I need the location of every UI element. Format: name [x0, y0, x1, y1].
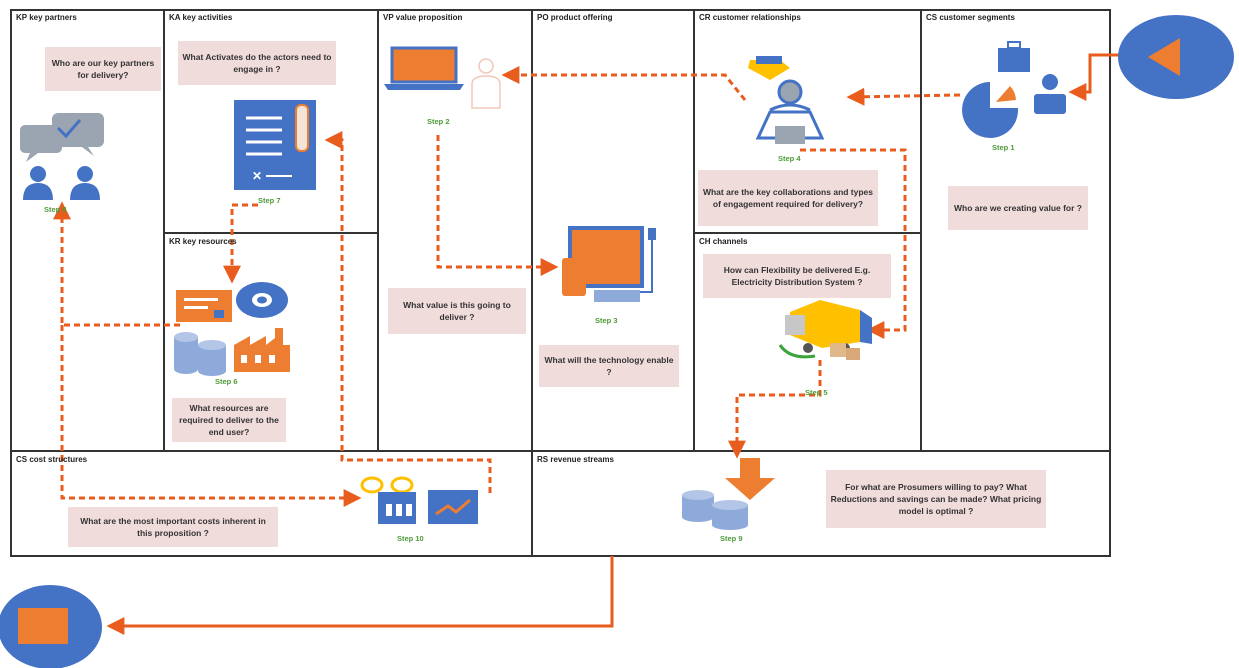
cs-segments-step: Step 1 [992, 143, 1015, 152]
solid-arrows [106, 53, 1120, 635]
arrow-cr-to-ch [800, 148, 907, 339]
ka-title: KA key activities [169, 13, 233, 22]
kp-title: KP key partners [16, 13, 77, 22]
arrow-cr-to-vp [501, 66, 747, 101]
cost-question: What are the most important costs inhere… [68, 507, 278, 547]
cost-title: CS cost structures [16, 455, 88, 464]
person-icon [471, 58, 501, 109]
arrow-kp-to-cost [60, 325, 362, 507]
stop-icon [18, 608, 68, 644]
disc-icon [236, 282, 288, 318]
presenter-icon [748, 56, 825, 144]
database-icon [174, 332, 226, 376]
svg-text:✕: ✕ [252, 169, 262, 183]
vp-step: Step 2 [427, 117, 450, 126]
delivery-truck-icon [778, 300, 872, 360]
cost-chart-icon [360, 476, 478, 524]
kp-step: Step 8 [44, 205, 67, 214]
cost-step: Step 10 [397, 534, 424, 543]
arrow-ka-to-kr [223, 203, 258, 284]
revenue-title: RS revenue streams [537, 455, 614, 464]
briefcase-icon [998, 41, 1030, 72]
end-circle[interactable] [0, 585, 102, 668]
cr-step: Step 4 [778, 154, 801, 163]
kr-question: What resources are required to deliver t… [172, 398, 286, 442]
arrow-ch-to-rev [728, 360, 822, 459]
kp-question: Who are our key partners for delivery? [45, 47, 161, 91]
revenue-coins-icon [682, 458, 775, 530]
chat-people-icon [20, 113, 104, 200]
po-step: Step 3 [595, 316, 618, 325]
document-icon: ✕ [234, 100, 316, 190]
cr-title: CR customer relationships [699, 13, 801, 22]
pie-chart-icon [962, 82, 1019, 138]
flow-arrows [53, 66, 961, 507]
monitor-device-icon [562, 226, 656, 302]
ka-question: What Activates do the actors need to eng… [178, 41, 336, 85]
kr-step: Step 6 [215, 377, 238, 386]
vp-question: What value is this going to deliver ? [388, 288, 526, 334]
revenue-question: For what are Prosumers willing to pay? W… [826, 470, 1046, 528]
po-question: What will the technology enable ? [539, 345, 679, 387]
cr-question: What are the key collaborations and type… [698, 170, 878, 226]
laptop-icon [384, 46, 464, 90]
kr-title: KR key resources [169, 237, 237, 246]
factory-icon [234, 328, 290, 372]
ch-step: Step 5 [805, 388, 828, 397]
po-title: PO product offering [537, 13, 613, 22]
arrow-kr-to-kp [53, 201, 180, 327]
ch-title: CH channels [699, 237, 748, 246]
ka-step: Step 7 [258, 196, 281, 205]
start-circle[interactable] [1118, 15, 1234, 99]
arrow-rev-to-ka [324, 131, 492, 493]
arrow-segments-to-cr [846, 87, 961, 106]
resources-icons [174, 282, 290, 376]
ch-question: How can Flexibility be delivered E.g. El… [703, 254, 891, 298]
cs-segments-title: CS customer segments [926, 13, 1015, 22]
cs-segments-question: Who are we creating value for ? [948, 186, 1088, 230]
revenue-step: Step 9 [720, 534, 743, 543]
canvas-grid [10, 9, 1111, 557]
customer-person-icon [1034, 74, 1066, 114]
arrow-start-in [1068, 53, 1120, 101]
arrow-end-out [106, 556, 614, 635]
arrow-vp-to-po [436, 135, 559, 276]
back-arrow-icon [1148, 38, 1180, 76]
vp-title: VP value proposition [383, 13, 463, 22]
